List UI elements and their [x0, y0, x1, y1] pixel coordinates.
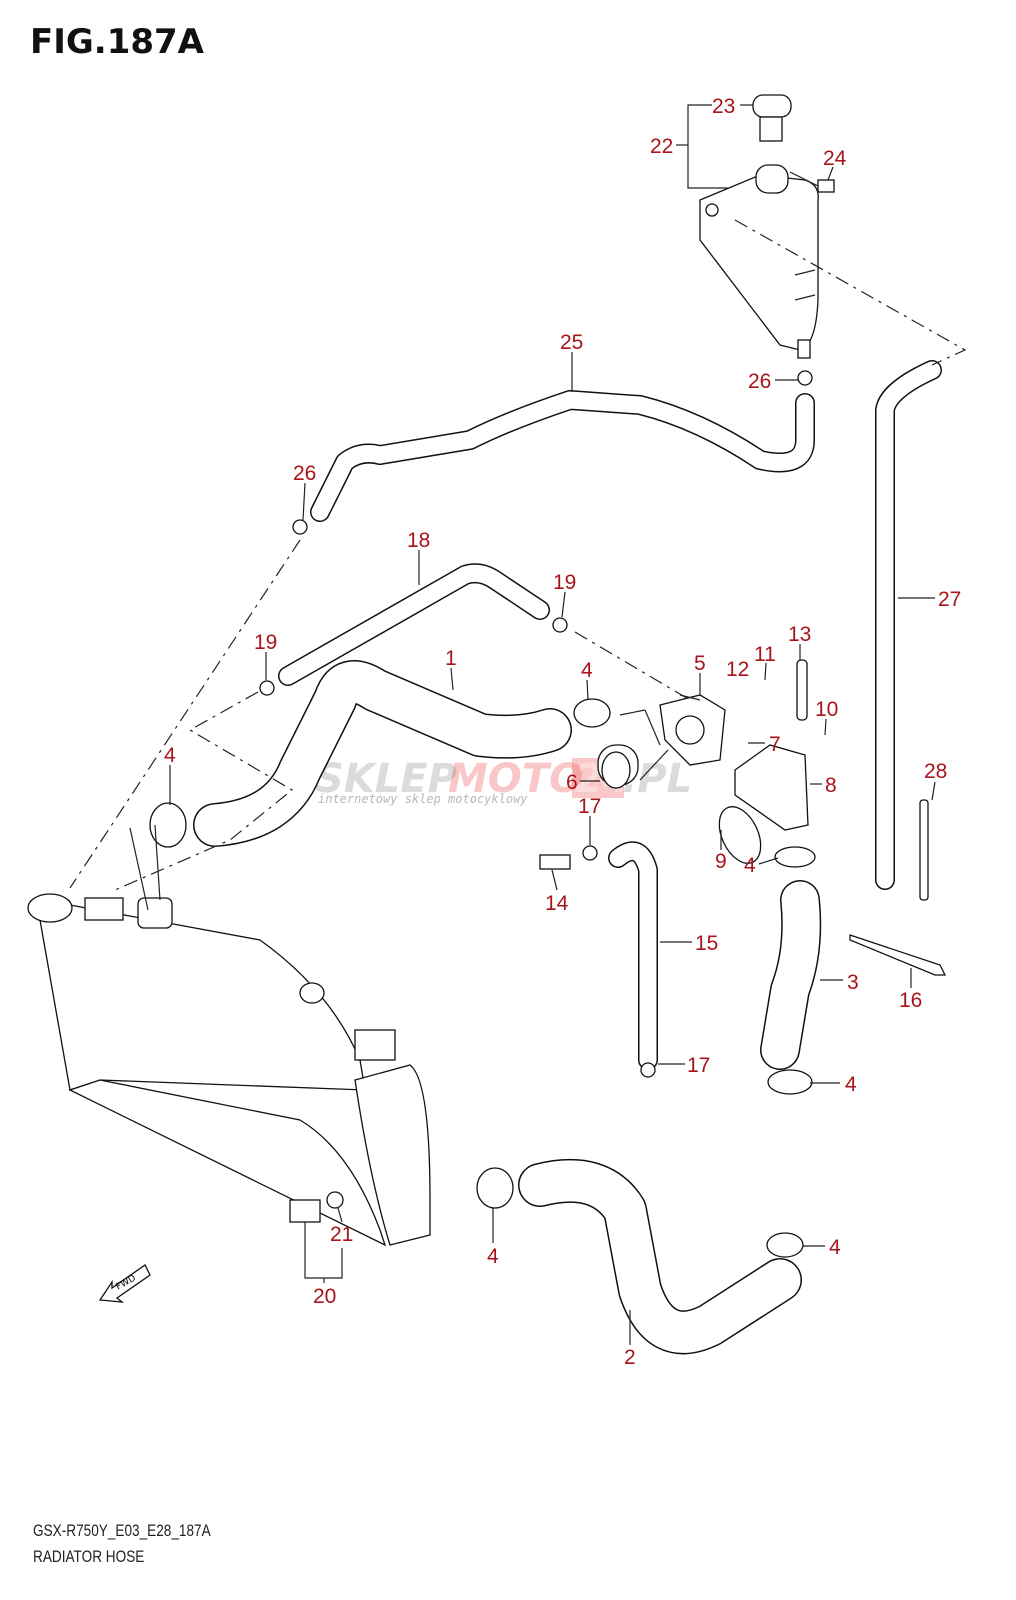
callout-3: 3	[847, 971, 859, 994]
callout-20: 20	[313, 1285, 336, 1308]
callout-7: 7	[769, 733, 781, 756]
callout-19: 19	[254, 631, 277, 654]
radiator	[27, 893, 431, 1247]
fwd-arrow: FWD	[98, 1264, 151, 1303]
callout-21: 21	[330, 1223, 353, 1246]
callout-1: 1	[445, 647, 457, 670]
diagram-code: GSX-R750Y_E03_E28_187A	[33, 1521, 211, 1540]
callout-11: 11	[754, 643, 776, 666]
callout-23: 23	[712, 95, 735, 118]
callout-26: 26	[293, 462, 316, 485]
callout-4: 4	[487, 1245, 499, 1268]
callout-18: 18	[407, 529, 430, 552]
watermark-tagline: internetowy sklep motocyklowy	[318, 792, 528, 806]
reserve-tank	[699, 164, 819, 359]
watermark-moto: MOTO	[448, 756, 583, 802]
callout-4: 4	[164, 744, 176, 767]
callout-16: 16	[899, 989, 922, 1012]
callout-4: 4	[845, 1073, 857, 1096]
callout-8: 8	[825, 774, 837, 797]
callout-22: 22	[650, 135, 673, 158]
callout-10: 10	[815, 698, 838, 721]
callout-15: 15	[695, 932, 718, 955]
callout-4: 4	[829, 1236, 841, 1259]
figure-title: FIG.187A	[30, 22, 204, 62]
callout-4: 4	[744, 854, 756, 877]
callout-labels: 23 22 24 25 26 26 18 19 19 1 4 5 12 11 1…	[164, 95, 961, 1369]
watermark-sklep: SKLEP	[315, 756, 457, 802]
callout-28: 28	[924, 760, 947, 783]
thermostat-parts	[289, 659, 947, 1223]
callout-13: 13	[788, 623, 811, 646]
cap	[752, 94, 792, 142]
leader-lines	[69, 104, 967, 1345]
callout-6: 6	[566, 771, 578, 794]
callout-24: 24	[823, 147, 847, 170]
callout-17: 17	[578, 795, 601, 818]
callout-5: 5	[694, 652, 706, 675]
callout-9: 9	[715, 850, 727, 873]
callout-17: 17	[687, 1054, 710, 1077]
callout-4: 4	[581, 659, 593, 682]
callout-12: 12	[726, 658, 749, 681]
bolt-24	[789, 171, 835, 193]
callout-25: 25	[560, 331, 583, 354]
callout-27: 27	[938, 588, 961, 611]
callout-14: 14	[545, 892, 569, 915]
callout-26: 26	[748, 370, 771, 393]
callout-2: 2	[624, 1346, 636, 1369]
hose-clamps	[149, 370, 816, 1258]
diagram-name: RADIATOR HOSE	[33, 1547, 145, 1566]
callout-19: 19	[553, 571, 576, 594]
